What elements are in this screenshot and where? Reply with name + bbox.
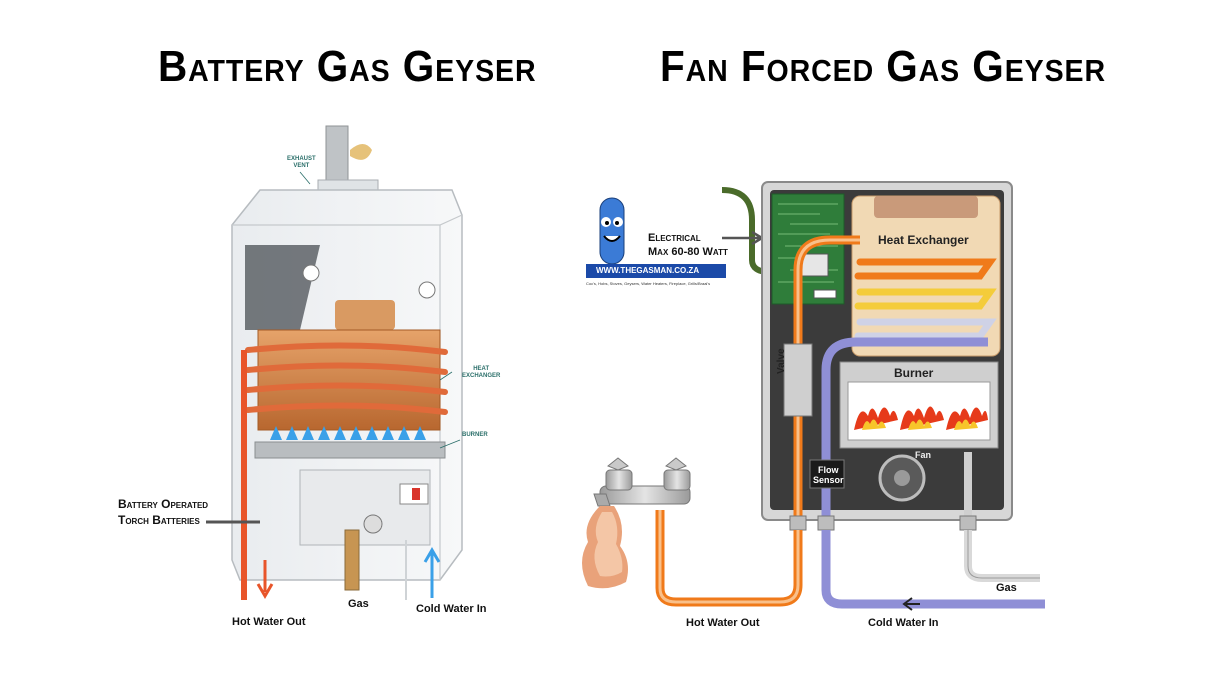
flow-sensor-box <box>809 459 845 489</box>
exhaust-plume <box>350 144 372 160</box>
gas-label-right: Gas <box>996 582 1017 594</box>
logo-tagline: Coc's, Hobs, Stoves, Geysers, Water Heat… <box>586 281 711 286</box>
hot-water-out-label-right: Hot Water Out <box>686 617 760 629</box>
control-block <box>299 469 431 546</box>
heat-exchanger-coils-right <box>854 258 997 340</box>
battery-label-line2: Torch Batteries <box>118 513 200 527</box>
heat-exchanger-coils <box>245 342 448 415</box>
vent-hole <box>302 264 320 282</box>
logo-url-text: WWW.THEGASMAN.CO.ZA <box>596 266 700 275</box>
gasman-logo <box>586 197 726 278</box>
cold-water-in-label-right: Cold Water In <box>868 617 939 629</box>
electrical-label-line1: Electrical <box>648 232 701 244</box>
gas-pipe-external <box>964 530 1040 582</box>
flow-sensor-label-line2: Sensor <box>813 475 844 485</box>
hot-water-arrow <box>256 560 274 599</box>
gas-cylinder-mascot <box>599 197 625 265</box>
battery-label-line1: Battery Operated <box>118 497 209 511</box>
switch-toggle <box>412 488 420 500</box>
exhaust-vent-label: EXHAUST VENT <box>287 156 316 170</box>
valve-body <box>783 343 813 417</box>
fan-hub <box>894 470 910 486</box>
cold-water-in-label-left: Cold Water In <box>416 603 487 615</box>
flow-sensor-label-line1: Flow <box>818 465 839 475</box>
vent-tube <box>721 187 771 275</box>
cold-flow-arrow <box>902 597 920 611</box>
fan-label: Fan <box>915 450 932 460</box>
hot-water-out-label-left: Hot Water Out <box>232 616 306 628</box>
heat-exchanger-label-right: Heat Exchanger <box>878 233 969 247</box>
logo-url-bar <box>586 264 726 278</box>
burner-label-left: BURNER <box>462 432 488 438</box>
electrical-label: Electrical Max 60-80 Watt <box>648 231 728 259</box>
flow-sensor-label: Flow Sensor <box>813 465 844 485</box>
pcb-connector <box>813 289 837 299</box>
exhaust-vent-label-line1: EXHAUST <box>287 156 316 162</box>
exhaust-vent-label-line2: VENT <box>293 163 310 169</box>
gas-pipe <box>344 529 360 591</box>
control-knob <box>363 514 383 534</box>
cold-pipe-internal <box>821 337 988 540</box>
hot-pipe-external <box>655 510 803 607</box>
electrical-pointer <box>722 230 765 246</box>
fan-geyser-title: Fan Forced Gas Geyser <box>660 42 1106 91</box>
battery-label: Battery Operated Torch Batteries <box>118 496 208 528</box>
cold-pipe-external <box>821 530 1045 609</box>
heat-exchanger-label-left: HEAT EXCHANGER <box>462 366 500 380</box>
burner-flames <box>270 426 426 440</box>
heat-exchanger-label-line2: EXCHANGER <box>462 373 501 379</box>
heat-exchanger-label-line1: HEAT <box>473 366 490 372</box>
valve-label: Valve <box>776 348 787 374</box>
cold-water-arrow <box>423 547 441 598</box>
burner-bar <box>254 441 446 459</box>
internal-hood <box>245 245 320 330</box>
gas-label-left: Gas <box>348 598 369 610</box>
electrical-label-line2: Max 60-80 Watt <box>648 246 728 258</box>
battery-geyser-title: Battery Gas Geyser <box>158 42 537 91</box>
vent-hole <box>418 281 436 299</box>
burner-label-right: Burner <box>894 366 934 380</box>
combustion-chamber-top <box>335 300 395 330</box>
mixer-tap <box>593 457 691 507</box>
burner-flames-right <box>854 406 988 430</box>
